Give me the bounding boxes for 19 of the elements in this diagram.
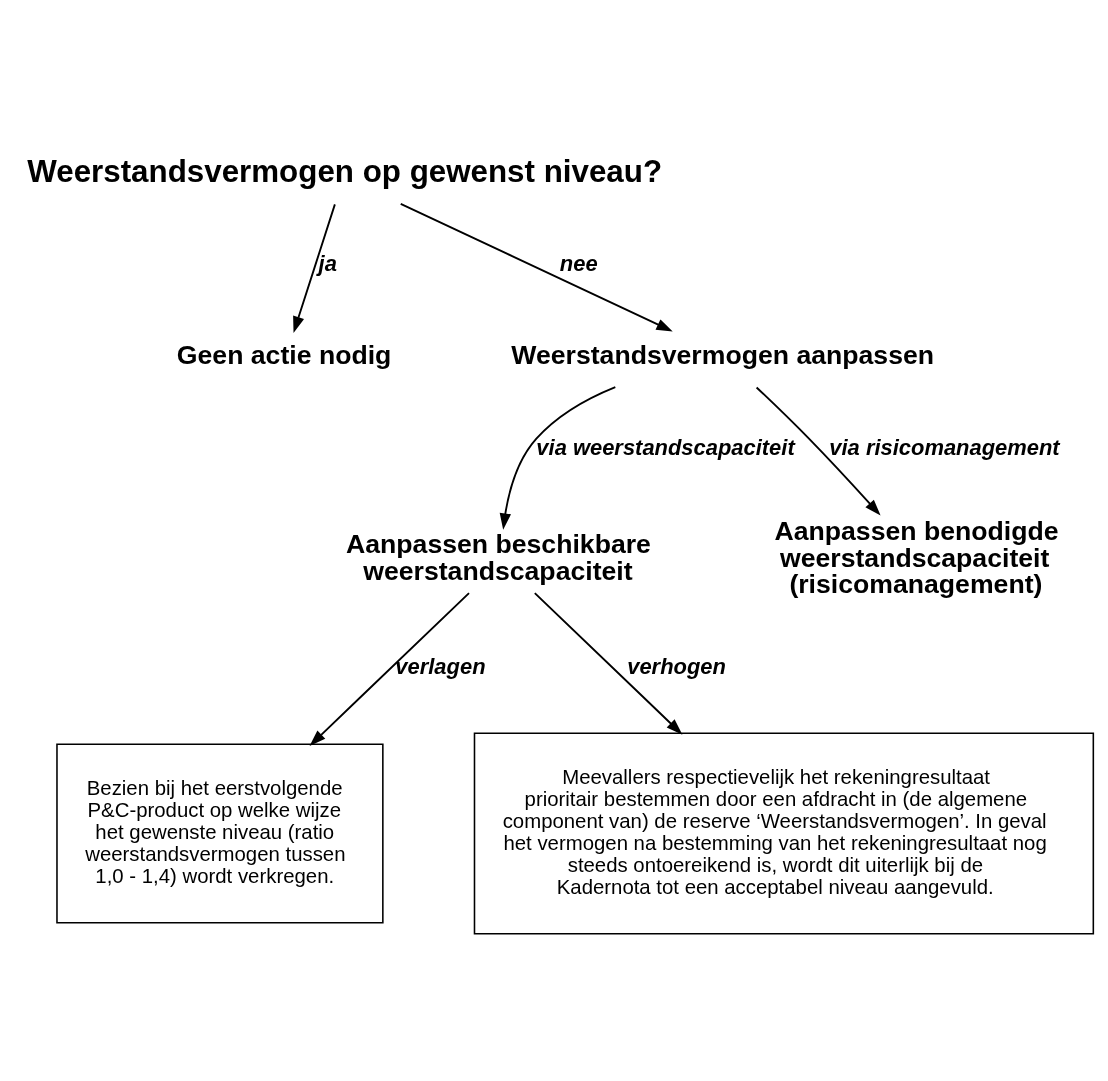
edge-label: ja xyxy=(318,251,337,277)
node-box: Bezien bij het eerstvolgende P&C-product op welke wijze het gewenste niveau (ratio weerstandsvermogen tussen 1,0 - 1,4) wordt verkregen. xyxy=(56,743,384,924)
arrow xyxy=(755,386,881,516)
edge-label: verhogen xyxy=(627,653,726,679)
arrow xyxy=(499,386,617,530)
node-text: Aanpassen benodigde weerstandscapaciteit (risicomanagement) xyxy=(774,515,1059,600)
arrow xyxy=(293,203,336,333)
edge-label: via weerstandscapaciteit xyxy=(536,434,795,460)
edge-label: nee xyxy=(559,251,598,277)
edge-label: via risicomanagement xyxy=(829,434,1060,460)
node-text: Weerstandsvermogen op gewenst niveau? xyxy=(27,153,663,189)
node-text: Weerstandsvermogen aanpassen xyxy=(511,339,935,370)
arrow xyxy=(533,592,683,735)
arrow xyxy=(309,592,470,746)
node-text: Geen actie nodig xyxy=(176,339,392,370)
arrow xyxy=(399,202,673,332)
edge-label: verlagen xyxy=(395,653,486,679)
node-text: Aanpassen beschikbare weerstandscapaciteit xyxy=(346,529,651,586)
node-box: Meevallers respectievelijk het rekeningresultaat prioritair bestemmen door een afdracht in (de algemene component van) de reserve ‘Weerstandsvermogen’. In geval het vermogen na bestemming van het rekeningresultaat nog steeds ontoereikend is, wordt dit uiterlijk bij de Kadernota tot een acceptabel niveau aangevuld. xyxy=(473,732,1095,935)
